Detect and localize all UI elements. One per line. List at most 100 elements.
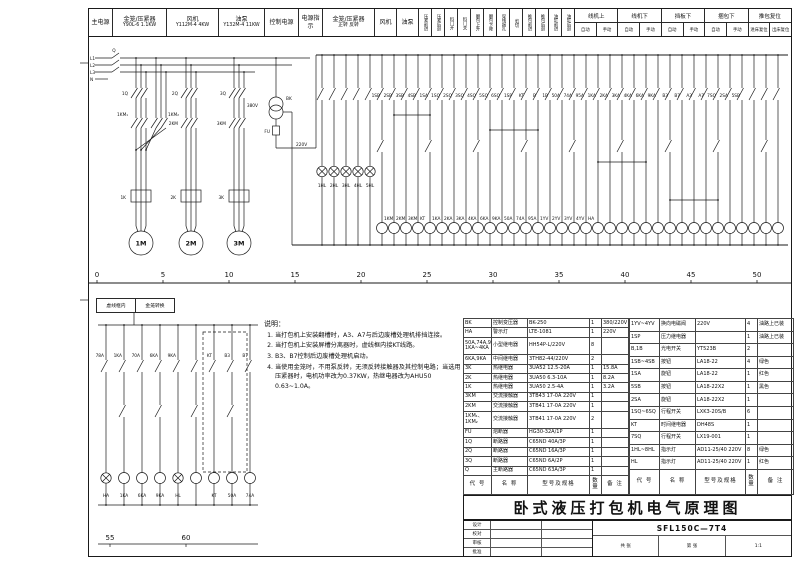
model-number: SFL150C—7T4 — [593, 521, 791, 536]
svg-text:B3: B3 — [662, 93, 668, 99]
bom-cell: 3UA52 12.5-20A — [527, 363, 590, 374]
svg-text:6KA: 6KA — [150, 353, 158, 359]
bom-cell: 1 — [745, 456, 758, 470]
svg-text:L1: L1 — [90, 56, 95, 62]
bom-cell: 3TH82-44/220V — [527, 354, 590, 365]
header-cell-label: 电源指示 — [301, 15, 320, 30]
bom-cell — [601, 354, 629, 365]
svg-text:4SB: 4SB — [408, 93, 416, 99]
drawing-title: 卧式液压打包机电气原理图 — [463, 495, 792, 520]
svg-text:9KA: 9KA — [168, 353, 176, 359]
lower-header-boxes: 虚线框内金笼转换 — [96, 298, 175, 313]
header-mode-sub: 进床复位 — [749, 23, 771, 36]
signature-blank — [542, 530, 592, 538]
svg-text:FU: FU — [264, 129, 270, 135]
bom-cell: 指示灯 — [659, 456, 696, 470]
signature-label: 批准 — [464, 548, 491, 556]
svg-text:3SQ: 3SQ — [455, 93, 464, 99]
bom-cell: C65ND 63A/3P — [527, 465, 590, 476]
note-item: 当使用金笼时，不用泵反转，无须反转接触器及其控制电路；当选用压紧器时，电机功率改… — [275, 363, 461, 392]
svg-text:3KA: 3KA — [612, 93, 620, 99]
signature-blank — [491, 521, 542, 529]
bom-cell: 1 — [745, 418, 758, 433]
svg-text:L3: L3 — [90, 70, 95, 76]
svg-text:95A: 95A — [576, 93, 584, 99]
sheet-number: 第 张 — [659, 536, 726, 556]
svg-text:5SQ: 5SQ — [479, 93, 488, 99]
bom-cell: 5SB — [629, 380, 660, 395]
svg-text:3KM: 3KM — [408, 216, 418, 222]
svg-text:95A: 95A — [528, 216, 536, 222]
bom-cell: 油路上已装 — [757, 318, 794, 332]
svg-text:1KA: 1KA — [114, 353, 122, 359]
header-mode-sub: 自动 — [705, 23, 727, 36]
svg-text:1KA: 1KA — [432, 216, 440, 222]
svg-text:5SB: 5SB — [732, 93, 740, 99]
bom-cell: 行程开关 — [659, 405, 696, 420]
bom-cell: HG30-32A/1P — [527, 427, 590, 439]
signature-row: 批准 — [464, 548, 592, 556]
bom-cell: 2 — [745, 343, 758, 357]
bom-cell — [601, 437, 629, 448]
bom-cell: 3UA50 6.3-10A — [527, 372, 590, 384]
signature-row: 设计 — [464, 521, 592, 530]
bom-cell: 3TB41 17-0A 220V — [527, 401, 590, 412]
svg-text:N: N — [90, 77, 93, 83]
svg-text:Q: Q — [112, 48, 116, 54]
svg-text:50A: 50A — [504, 216, 512, 222]
signature-blank — [491, 548, 542, 556]
header-function-cell: 料门开 — [445, 9, 458, 36]
svg-text:9KA: 9KA — [492, 216, 500, 222]
bom-cell: 2K — [463, 372, 492, 384]
bom-cell: 1YV~4YV — [629, 318, 660, 332]
svg-text:74A: 74A — [246, 493, 254, 499]
bom-cell: 2SA — [629, 393, 660, 407]
bom-cell — [601, 410, 629, 429]
signature-blank — [491, 539, 542, 547]
svg-text:1SQ: 1SQ — [431, 93, 440, 99]
svg-text:2Q: 2Q — [172, 91, 179, 97]
bom-cell: 380/220V — [601, 317, 629, 329]
svg-text:40: 40 — [621, 271, 630, 279]
bom-cell: 交流接触器 — [491, 401, 528, 412]
signature-label: 审核 — [464, 539, 491, 547]
svg-text:1KM₂: 1KM₂ — [168, 112, 179, 118]
svg-text:1KA: 1KA — [120, 493, 128, 499]
bom-cell: 6KA,9KA — [463, 354, 492, 365]
bom-cell: 旋钮 — [659, 393, 696, 407]
bom-cell: 7SQ — [629, 431, 660, 445]
bom-cell: 1 — [589, 382, 602, 393]
bom-cell — [601, 465, 629, 476]
sheet-count: 共 张 — [593, 536, 660, 556]
svg-text:9KA: 9KA — [156, 493, 164, 499]
svg-text:2KM: 2KM — [169, 121, 179, 127]
header-cell-sub: Y112M-4 4KW — [175, 23, 210, 29]
bom-cell: 8 — [589, 336, 602, 356]
header-function-cell: 穿线捆扎 — [497, 9, 510, 36]
signature-blank — [542, 521, 592, 529]
bom-cell: 指示灯 — [659, 443, 696, 458]
header-cell-sub: 正转 反转 — [338, 23, 359, 29]
header-function-cell: 翻包下降 — [484, 9, 497, 36]
bom-header-cell: 数量 — [589, 474, 602, 496]
lower-box-cell: 虚线框内 — [97, 299, 136, 312]
svg-text:10: 10 — [225, 271, 234, 279]
svg-text:9KA: 9KA — [648, 93, 656, 99]
svg-text:1SP: 1SP — [504, 93, 512, 99]
header-function-cell: 剪切 — [510, 9, 523, 36]
bom-cell: 热继电器 — [491, 382, 528, 393]
bom-header-row: 代 号名 称型号及规格数量备 注 — [463, 474, 629, 496]
bom-cell: 交流接触器 — [491, 410, 528, 429]
bom-header-cell: 型号及规格 — [527, 474, 590, 496]
svg-text:3SB: 3SB — [396, 93, 404, 99]
notes-block: 说明： 当打包机上安装翻槽时，A3、A7与后边废槽处理机排挡连接。当打包机上安装… — [264, 319, 461, 393]
